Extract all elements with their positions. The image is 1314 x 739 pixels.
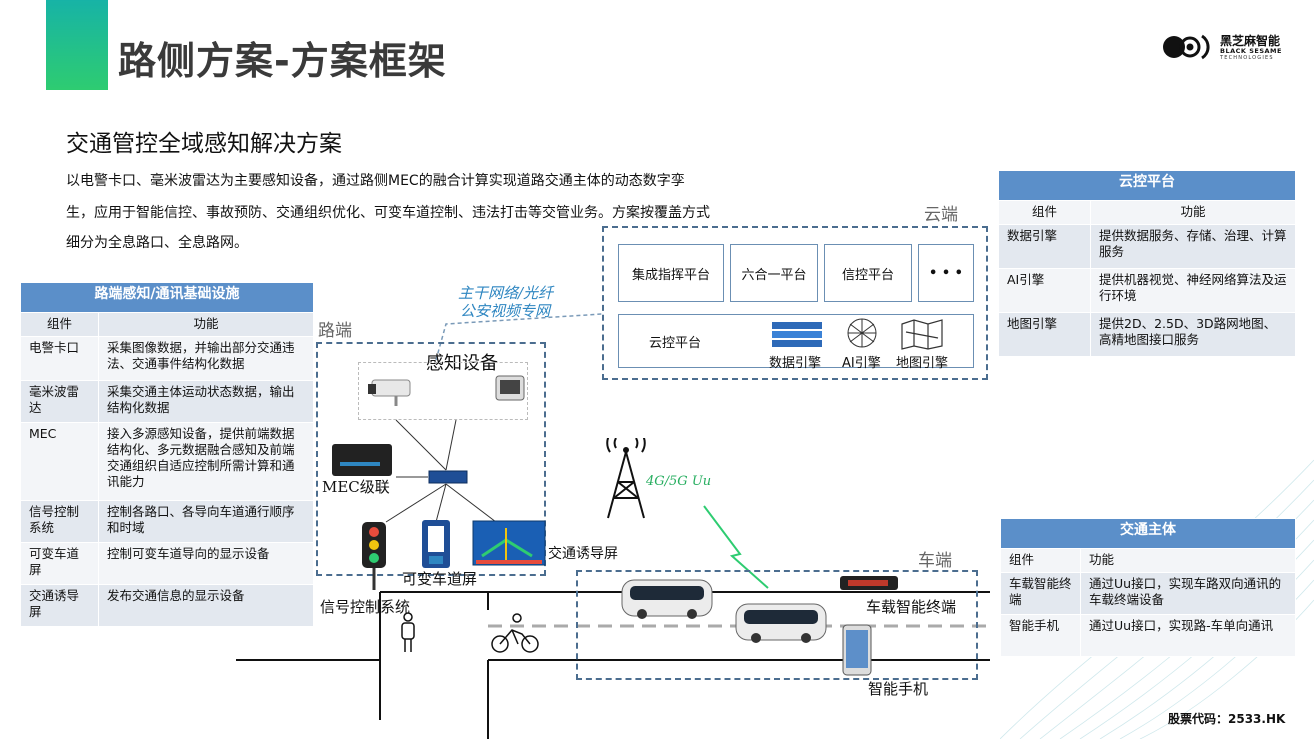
table-cell: 提供机器视觉、神经网络算法及运行环境 [1090, 268, 1296, 313]
cyclist-icon [491, 613, 539, 653]
description-line: 以电警卡口、毫米波雷达为主要感知设备，通过路侧MEC的融合计算实现道路交通主体的… [66, 173, 685, 189]
table-cell: MEC [20, 422, 99, 501]
col-header: 组件 [1000, 548, 1081, 573]
page-title: 路侧方案-方案框架 [118, 39, 447, 83]
vehicle-zone-label: 车端 [918, 551, 952, 571]
table-cell: 数据引擎 [998, 224, 1091, 269]
logo-mark-icon [1163, 34, 1210, 60]
table-cell: 地图引擎 [998, 312, 1091, 357]
network-label: 主干网络/光纤 [458, 284, 554, 302]
table-cell: 电警卡口 [20, 336, 99, 381]
stock-code: 股票代码：2533.HK [1168, 712, 1286, 726]
platform-label: 信控平台 [841, 267, 894, 283]
ai-engine-icon [847, 318, 877, 348]
table-cell: 通过Uu接口，实现路-车单向通讯 [1080, 614, 1296, 657]
vehicle-zone-box [576, 570, 978, 680]
smartphone-icon [842, 624, 872, 676]
col-header: 组件 [20, 312, 99, 337]
table-cell: AI引擎 [998, 268, 1091, 313]
road-zone-box [316, 342, 546, 576]
table-cell: 交通诱导屏 [20, 584, 99, 627]
description-line: 细分为全息路口、全息路网。 [66, 235, 248, 251]
cloud-platform-table: 云控平台 组件功能 数据引擎提供数据服务、存储、治理、计算服务 AI引擎提供机器… [998, 170, 1296, 357]
logo-en1: BLACK SESAME [1220, 47, 1282, 55]
table-cell: 采集交通主体运动状态数据，输出结构化数据 [98, 380, 314, 423]
table-cell: 接入多源感知设备，提供前端数据结构化、多元数据融合感知及前端交通组织自适应控制所… [98, 422, 314, 501]
logo-en2: TECHNOLOGIES [1220, 55, 1274, 61]
signal-label: 信号控制系统 [320, 598, 411, 616]
traffic-light-icon [362, 522, 386, 590]
col-header: 功能 [1090, 200, 1296, 225]
accent-bar [46, 0, 108, 90]
col-header: 组件 [998, 200, 1091, 225]
table-cell: 发布交通信息的显示设备 [98, 584, 314, 627]
table-cell: 智能手机 [1000, 614, 1081, 657]
guide-screen-icon [472, 520, 546, 566]
smartphone-label: 智能手机 [868, 680, 929, 698]
camera-icon [368, 379, 411, 406]
logo-cn: 黑芝麻智能 [1220, 34, 1281, 48]
platform-label: 云控平台 [649, 335, 702, 351]
engine-label: 数据引擎 [769, 356, 822, 371]
variable-lane-sign-icon [422, 520, 450, 568]
traffic-subject-table: 交通主体 组件功能 车载智能终端通过Uu接口，实现车路双向通讯的车载终端设备 智… [1000, 518, 1296, 657]
table-title: 云控平台 [998, 170, 1296, 201]
table-title: 交通主体 [1000, 518, 1296, 549]
onboard-terminal-label: 车载智能终端 [866, 598, 957, 616]
table-cell: 信号控制系统 [20, 500, 99, 543]
platform-more: • • • [918, 244, 974, 302]
sensing-label: 感知设备 [426, 353, 498, 374]
platform-label: 六合一平台 [741, 267, 807, 283]
table-cell: 通过Uu接口，实现车路双向通讯的车载终端设备 [1080, 572, 1296, 615]
road-zone-links [385, 419, 497, 523]
uu-label: 4G/5G Uu [646, 474, 712, 489]
sensing-box [358, 362, 528, 420]
autonomous-car-icon [735, 603, 827, 643]
platform-label: • • • [929, 265, 963, 281]
table-cell: 提供数据服务、存储、治理、计算服务 [1090, 224, 1296, 269]
pedestrian-icon [401, 612, 415, 652]
table-title: 路端感知/通讯基础设施 [20, 282, 314, 313]
platform-signal: 信控平台 [824, 244, 912, 302]
cloud-zone-box [602, 226, 988, 380]
cloud-zone-label: 云端 [924, 205, 958, 225]
table-cell: 毫米波雷达 [20, 380, 99, 423]
company-logo: 黑芝麻智能 BLACK SESAME TECHNOLOGIES [1160, 30, 1290, 64]
guide-screen-label: 交通诱导屏 [548, 546, 618, 562]
col-header: 功能 [98, 312, 314, 337]
roadside-infra-table: 路端感知/通讯基础设施 组件功能 电警卡口采集图像数据，并输出部分交通违法、交通… [20, 282, 314, 627]
switch-icon [428, 470, 468, 484]
onboard-terminal-icon [840, 576, 898, 590]
platform-six-in-one: 六合一平台 [730, 244, 818, 302]
table-cell: 提供2D、2.5D、3D路网地图、高精地图接口服务 [1090, 312, 1296, 357]
engine-label: 地图引擎 [896, 356, 949, 371]
table-cell: 采集图像数据，并输出部分交通违法、交通事件结构化数据 [98, 336, 314, 381]
section-subtitle: 交通管控全域感知解决方案 [66, 131, 342, 157]
platform-label: 集成指挥平台 [631, 267, 710, 283]
data-engine-icon [772, 322, 822, 347]
table-cell: 可变车道屏 [20, 542, 99, 585]
col-header: 功能 [1080, 548, 1296, 573]
table-cell: 控制各路口、各导向车道通行顺序和时域 [98, 500, 314, 543]
table-cell: 控制可变车道导向的显示设备 [98, 542, 314, 585]
radar-icon [495, 375, 525, 401]
cell-tower-icon [606, 438, 646, 519]
wireless-link-icon [703, 505, 769, 589]
engine-label: AI引擎 [842, 356, 881, 371]
map-engine-icon [901, 319, 943, 350]
mec-label: MEC级联 [322, 478, 390, 496]
description-line: 生，应用于智能信控、事故预防、交通组织优化、可变车道控制、违法打击等交管业务。方… [66, 205, 710, 221]
mec-device-icon [332, 444, 392, 476]
autonomous-car-icon [621, 579, 713, 619]
table-cell: 车载智能终端 [1000, 572, 1081, 615]
road-zone-label: 路端 [318, 321, 352, 341]
network-connector [435, 313, 603, 361]
variable-lane-label: 可变车道屏 [402, 570, 478, 588]
network-label: 公安视频专网 [460, 302, 551, 320]
platform-command: 集成指挥平台 [618, 244, 724, 302]
